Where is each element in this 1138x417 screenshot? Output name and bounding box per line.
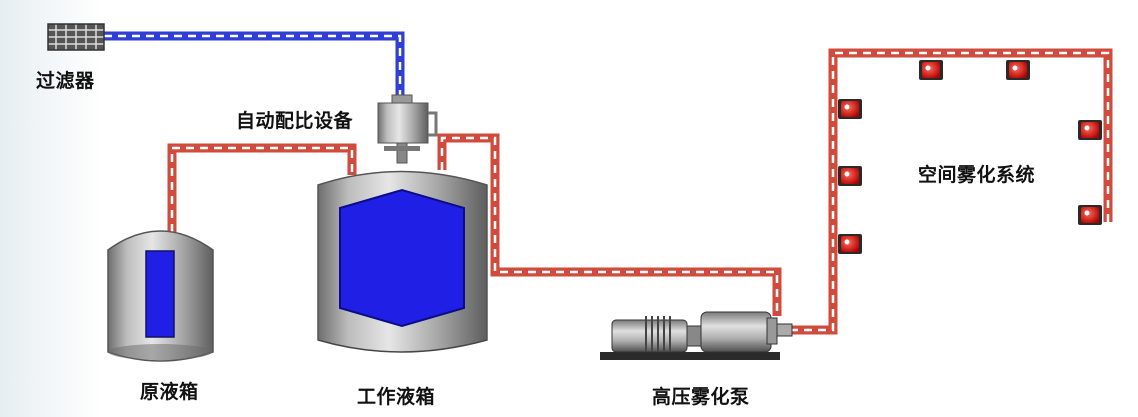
filter-label: 过滤器 bbox=[36, 70, 95, 92]
raw-tank-label: 原液箱 bbox=[140, 381, 199, 403]
nozzle-icon bbox=[838, 234, 862, 254]
nozzle-icon bbox=[838, 166, 862, 186]
work-tank-level bbox=[339, 188, 465, 328]
pump-icon bbox=[600, 311, 793, 360]
raw-tank-level bbox=[145, 250, 175, 338]
nozzle-icon bbox=[1078, 120, 1102, 140]
nozzle-icon bbox=[1006, 60, 1030, 80]
water-pipe bbox=[104, 31, 405, 98]
space-system-label: 空间雾化系统 bbox=[918, 164, 1036, 186]
nozzle-icon bbox=[1078, 205, 1102, 225]
pump-label: 高压雾化泵 bbox=[652, 386, 750, 408]
work-tank bbox=[317, 170, 488, 353]
nozzles bbox=[838, 60, 1102, 254]
nozzle-icon bbox=[838, 99, 862, 119]
raw-tank bbox=[107, 230, 214, 362]
ratio-device-label: 自动配比设备 bbox=[236, 110, 354, 132]
ratio-device-icon bbox=[377, 94, 438, 164]
nozzle-icon bbox=[919, 60, 943, 80]
liquid-pipes bbox=[167, 48, 1113, 335]
filter-icon bbox=[47, 23, 105, 51]
work-tank-label: 工作液箱 bbox=[357, 386, 436, 408]
